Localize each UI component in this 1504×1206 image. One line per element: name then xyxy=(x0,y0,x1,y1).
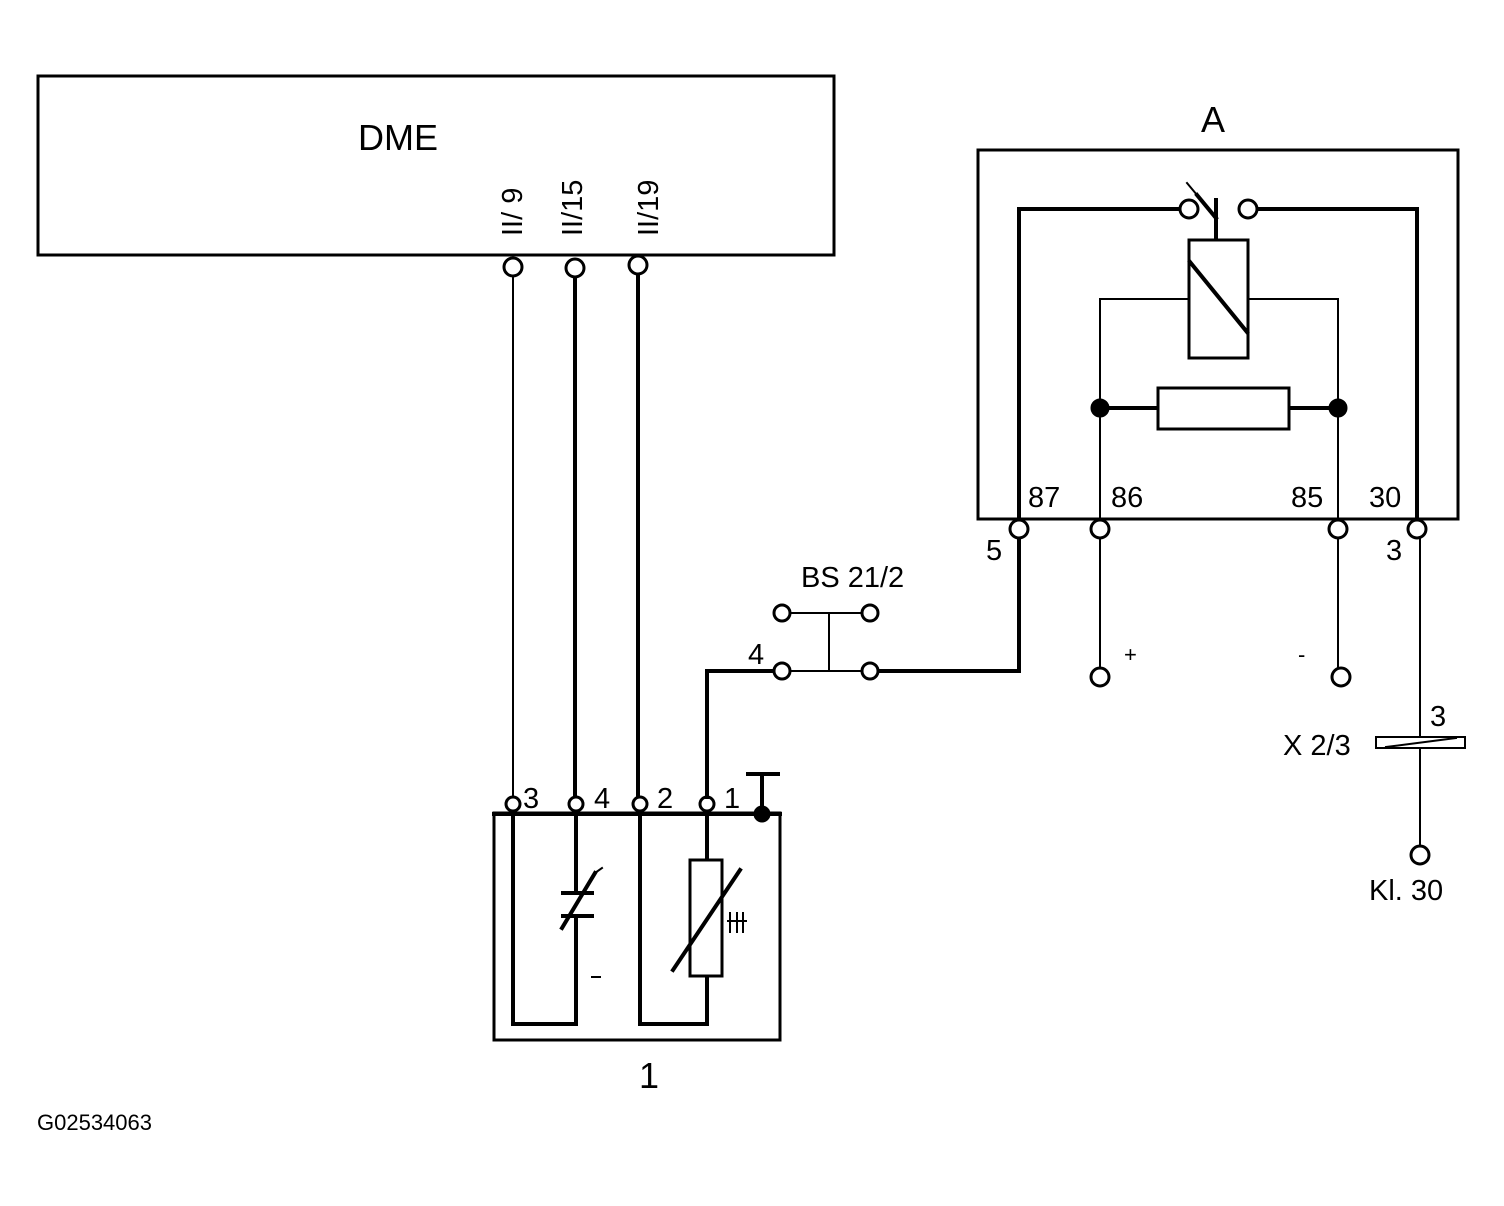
switch-blade-icon xyxy=(1185,181,1219,242)
relay-terminal-87 xyxy=(1008,518,1030,540)
sensor-pin-3-label: 3 xyxy=(523,783,539,815)
connector-x-label: X 2/3 xyxy=(1283,730,1351,762)
switch-contact-icon xyxy=(559,866,604,978)
figure-id: G02534063 xyxy=(37,1110,152,1135)
minus-label: - xyxy=(1298,642,1305,667)
sensor-component: 3 4 2 1 1 xyxy=(492,772,782,1096)
minus-terminal xyxy=(1330,666,1352,688)
sensor-pin-1-label: 1 xyxy=(724,783,740,815)
relay-coil-icon xyxy=(1187,238,1250,360)
splice-bs-21-2: BS 21/2 4 xyxy=(705,536,1021,799)
dme-pin-15-label: II/15 xyxy=(557,180,589,236)
relay-pin-85-label: 85 xyxy=(1291,482,1323,514)
splice-terminal-bottom-left xyxy=(772,661,792,681)
relay-pin-87-label: 87 xyxy=(1028,482,1060,514)
relay-connector-3-label: 3 xyxy=(1386,535,1402,567)
dme-terminal-15 xyxy=(564,257,586,279)
relay-junction-left xyxy=(1090,398,1110,418)
sensor-terminal-1 xyxy=(698,795,716,813)
dme-pin-19-label: II/19 xyxy=(633,180,665,236)
relay-pin-86-label: 86 xyxy=(1111,482,1143,514)
sensor-title: 1 xyxy=(639,1055,659,1096)
connector-x-2-3: X 2/3 3 xyxy=(1283,701,1466,762)
ntc-resistor-icon xyxy=(670,858,747,978)
dme-terminal-9 xyxy=(502,256,524,278)
relay-terminal-85 xyxy=(1327,518,1349,540)
kl30-label: Kl. 30 xyxy=(1369,875,1443,907)
relay-connector-5-label: 5 xyxy=(986,535,1002,567)
plus-label: + xyxy=(1124,642,1137,667)
sensor-terminal-4 xyxy=(567,795,585,813)
relay-terminal-30 xyxy=(1406,518,1428,540)
relay-terminal-86 xyxy=(1089,518,1111,540)
relay-resistor-icon xyxy=(1156,386,1291,431)
splice-pin-label: 4 xyxy=(748,639,764,671)
relay-junction-right xyxy=(1328,398,1348,418)
relay-title: A xyxy=(1201,99,1225,140)
splice-label: BS 21/2 xyxy=(801,562,904,594)
relay-a: A 87 86 85 30 5 xyxy=(976,99,1460,846)
connector-x-pin-label: 3 xyxy=(1430,701,1446,733)
splice-terminal-top-right xyxy=(860,603,880,623)
sensor-terminal-3 xyxy=(504,795,522,813)
dme-control-unit: DME II/ 9 II/15 II/19 xyxy=(36,74,836,257)
sensor-terminal-2 xyxy=(631,795,649,813)
plus-terminal xyxy=(1089,666,1111,688)
ground-icon xyxy=(746,772,780,823)
sensor-pin-2-label: 2 xyxy=(657,783,673,815)
relay-contact-right xyxy=(1237,198,1259,220)
dme-pin-9-label: II/ 9 xyxy=(497,188,529,236)
relay-contact-left xyxy=(1178,198,1200,220)
sensor-pin-4-label: 4 xyxy=(594,783,610,815)
splice-terminal-top-left xyxy=(772,603,792,623)
dme-wires xyxy=(502,254,649,798)
splice-terminal-bottom-right xyxy=(860,661,880,681)
dme-terminal-19 xyxy=(627,254,649,276)
battery-terminal-kl30: Kl. 30 xyxy=(1369,844,1443,907)
kl30-terminal xyxy=(1409,844,1431,866)
relay-pin-30-label: 30 xyxy=(1369,482,1401,514)
dme-title: DME xyxy=(358,117,438,158)
